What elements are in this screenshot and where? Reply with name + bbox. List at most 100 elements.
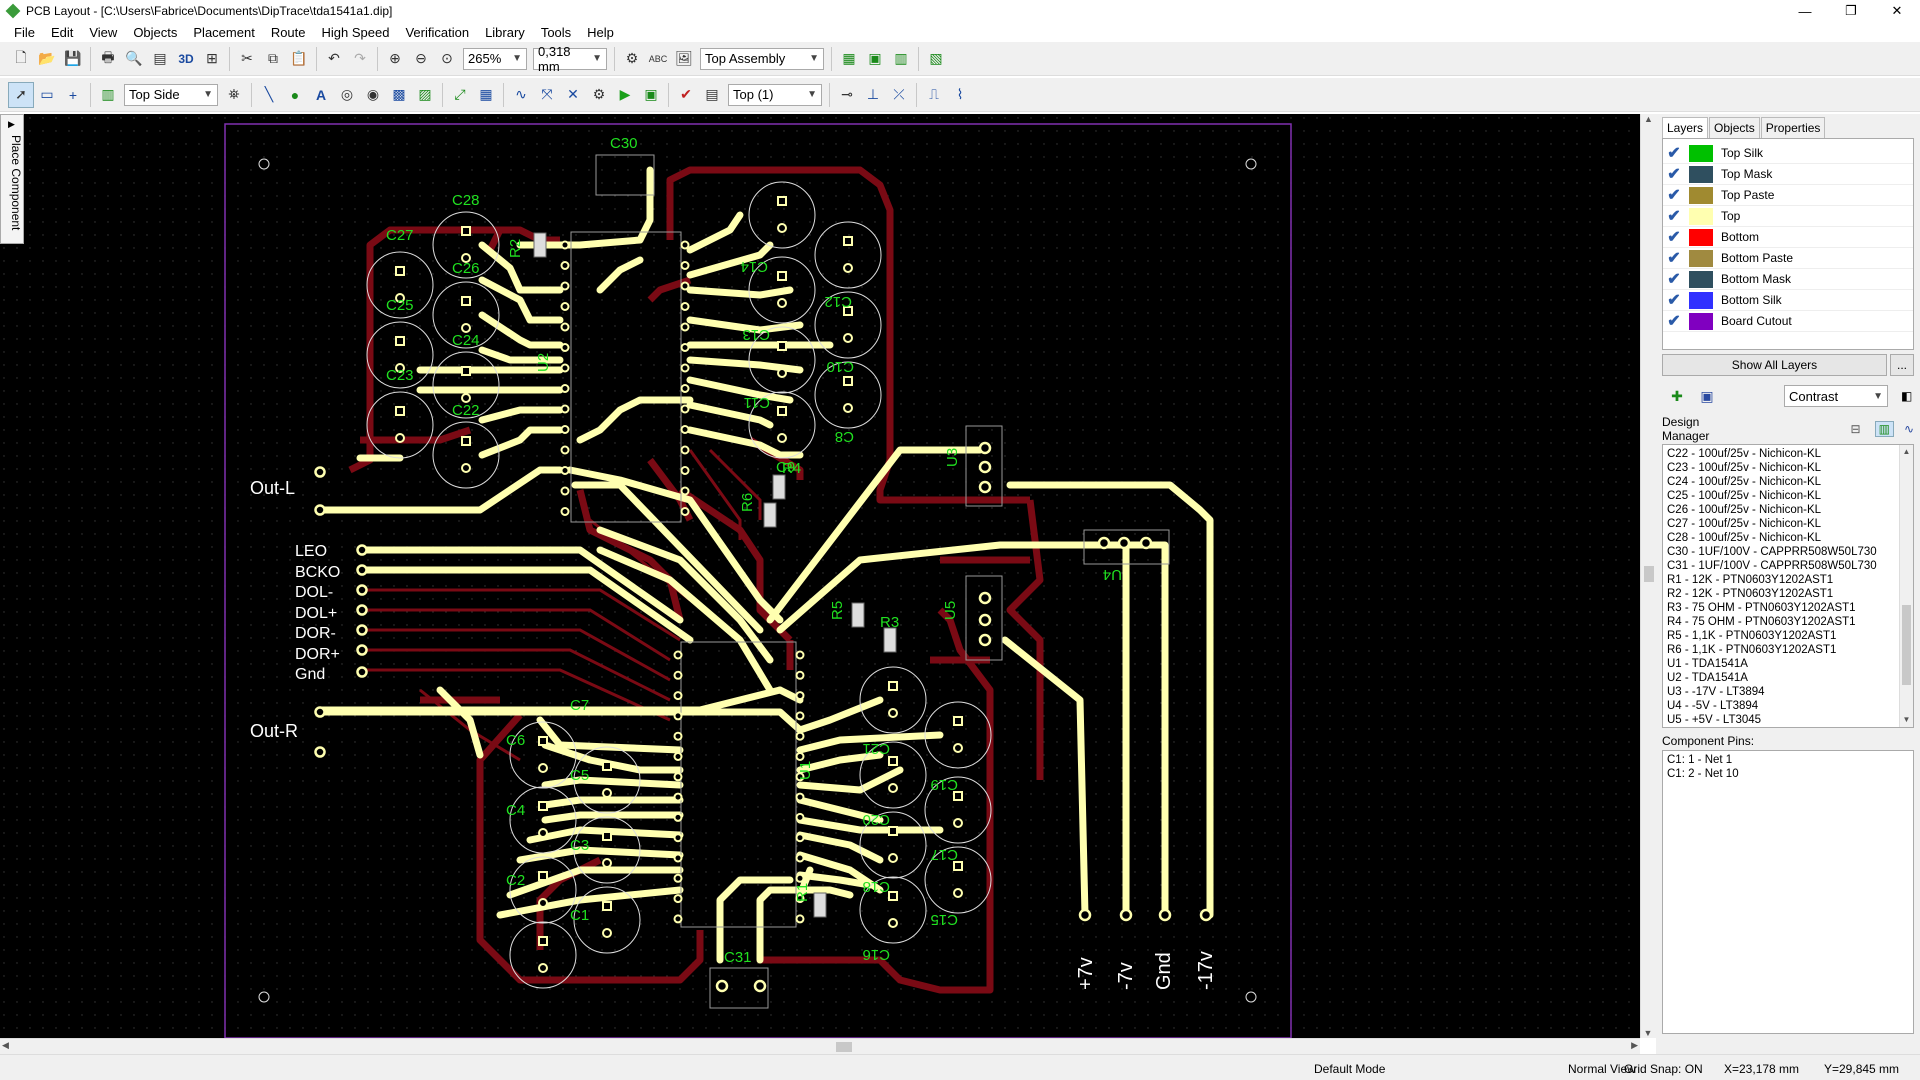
3d-view-button[interactable]: 3D	[178, 51, 194, 66]
menu-library[interactable]: Library	[485, 24, 525, 40]
horizontal-scrollbar[interactable]: ◀ ▶	[0, 1038, 1640, 1054]
scroll-thumb[interactable]	[1902, 605, 1911, 685]
route-current-icon[interactable]: ▣	[644, 86, 658, 102]
layer-row[interactable]: ✔Top	[1663, 206, 1913, 227]
line-icon[interactable]: ╲	[264, 86, 274, 102]
zoom-in-icon[interactable]: ⊕	[389, 50, 401, 66]
zoom-fit-icon[interactable]: ⊙	[441, 50, 453, 66]
layer-color-swatch[interactable]	[1689, 228, 1713, 246]
dm-components-icon[interactable]: ▥	[1874, 421, 1894, 437]
list-item[interactable]: U2 - TDA1541A	[1667, 672, 1748, 684]
unroute-icon[interactable]: ✕	[567, 86, 579, 102]
fill-icon[interactable]: ▨	[418, 86, 432, 102]
minimize-button[interactable]: —	[1798, 3, 1812, 19]
binoculars-icon[interactable]: ⛯	[228, 86, 240, 102]
menu-edit[interactable]: Edit	[50, 24, 74, 40]
run-autoroute-icon[interactable]: ▶	[619, 86, 631, 102]
layer-row[interactable]: ✔Top Mask	[1663, 164, 1913, 185]
scroll-right-icon[interactable]: ▶	[1631, 1040, 1638, 1050]
list-item[interactable]: R1 - 12K - PTN0603Y1202AST1	[1667, 574, 1834, 586]
component-icon[interactable]: ▣	[868, 50, 882, 66]
meander-icon[interactable]: ⎍	[929, 86, 939, 102]
diff-pair-icon[interactable]: ⤫	[893, 86, 905, 102]
list-item[interactable]: U5 - +5V - LT3045	[1667, 714, 1762, 726]
dm-nets-icon[interactable]: ∿	[1903, 422, 1914, 436]
properties-icon[interactable]: ▧	[929, 50, 943, 66]
route-branch-icon[interactable]: ⤧	[541, 86, 553, 102]
tab-layers[interactable]: Layers	[1662, 117, 1709, 138]
text-icon[interactable]: A	[315, 86, 327, 103]
status-grid-snap[interactable]: Grid Snap: ON	[1624, 1062, 1703, 1076]
dimension-icon[interactable]: ⤢	[454, 86, 466, 102]
tune-icon[interactable]: ⌇	[956, 86, 964, 102]
net-icon[interactable]: ▦	[842, 50, 856, 66]
copper-pour-icon[interactable]: ▩	[392, 86, 406, 102]
list-item[interactable]: C28 - 100uf/25v - Nichicon-KL	[1667, 532, 1822, 544]
pad-icon[interactable]: ●	[290, 86, 300, 103]
via-route-icon[interactable]: ⊸	[841, 86, 853, 102]
scroll-left-icon[interactable]: ◀	[2, 1040, 9, 1050]
checkbox-checked-icon[interactable]: ✔	[1667, 145, 1681, 162]
export-icon[interactable]: ▤	[153, 50, 167, 66]
list-item[interactable]: C30 - 1UF/100V - CAPPRR508W50L730	[1667, 546, 1877, 558]
scroll-down-icon[interactable]: ▼	[1902, 715, 1911, 724]
scroll-thumb[interactable]	[836, 1042, 852, 1052]
paste-icon[interactable]: 📋	[290, 50, 308, 66]
list-item[interactable]: R4 - 75 OHM - PTN0603Y1202AST1	[1667, 616, 1856, 628]
connectivity-icon[interactable]: ▤	[705, 86, 719, 102]
show-all-layers-button[interactable]: Show All Layers	[1662, 354, 1887, 376]
list-item[interactable]: C27 - 100uf/25v - Nichicon-KL	[1667, 518, 1822, 530]
more-button[interactable]: ...	[1890, 354, 1914, 376]
length-icon[interactable]: ⊥	[866, 86, 880, 102]
zoom-select[interactable]: 265%▼	[463, 47, 527, 70]
menu-high-speed[interactable]: High Speed	[321, 24, 390, 40]
autoroute-settings-icon[interactable]: ⚙	[592, 86, 606, 102]
menu-objects[interactable]: Objects	[133, 24, 178, 40]
assembly-view-select[interactable]: Top Assembly▼	[700, 47, 824, 70]
select-area-icon[interactable]: ▭	[40, 86, 54, 102]
list-item[interactable]: R3 - 75 OHM - PTN0603Y1202AST1	[1667, 602, 1856, 614]
list-item[interactable]: C31 - 1UF/100V - CAPPRR508W50L730	[1667, 560, 1877, 572]
layer-setup-icon[interactable]: ⚙	[625, 50, 639, 66]
add-layer-icon[interactable]: ✚	[1671, 387, 1683, 404]
dm-list-icon[interactable]: ⊟	[1850, 422, 1861, 436]
layer-color-swatch[interactable]	[1689, 186, 1713, 204]
list-item[interactable]: R6 - 1,1K - PTN0603Y1202AST1	[1667, 644, 1837, 656]
menu-help[interactable]: Help	[587, 24, 614, 40]
route-icon[interactable]: ∿	[515, 86, 527, 102]
layer-settings-icon[interactable]: ▣	[1700, 387, 1714, 404]
redo-icon[interactable]: ↷	[354, 50, 366, 66]
checkbox-checked-icon[interactable]: ✔	[1667, 313, 1681, 330]
list-item[interactable]: U4 - -5V - LT3894	[1667, 700, 1759, 712]
layer-color-swatch[interactable]	[1689, 270, 1713, 288]
print-preview-icon[interactable]: 🔍	[125, 50, 143, 66]
maximize-button[interactable]: ❐	[1845, 3, 1857, 18]
list-item[interactable]: C1: 1 - Net 1	[1667, 754, 1733, 766]
list-item[interactable]: C22 - 100uf/25v - Nichicon-KL	[1667, 448, 1822, 460]
scroll-thumb[interactable]	[1644, 566, 1654, 582]
checkbox-checked-icon[interactable]: ✔	[1667, 166, 1681, 183]
zoom-out-icon[interactable]: ⊖	[415, 50, 427, 66]
checkbox-checked-icon[interactable]: ✔	[1667, 187, 1681, 204]
menu-verification[interactable]: Verification	[405, 24, 470, 40]
list-item[interactable]: U3 - -17V - LT3894	[1667, 686, 1765, 698]
checkbox-checked-icon[interactable]: ✔	[1667, 271, 1681, 288]
open-file-icon[interactable]: 📂	[38, 50, 56, 66]
side-select[interactable]: Top Side▼	[124, 83, 218, 106]
design-manager-scrollbar[interactable]: ▲ ▼	[1899, 445, 1913, 727]
image-icon[interactable]: 🖼	[675, 50, 693, 66]
layer-row[interactable]: ✔Top Silk	[1663, 143, 1913, 164]
menu-route[interactable]: Route	[270, 24, 306, 40]
table-icon[interactable]: ▦	[479, 86, 493, 102]
chip-icon[interactable]: ▥	[101, 86, 115, 102]
layer-row[interactable]: ✔Bottom	[1663, 227, 1913, 248]
layer-row[interactable]: ✔Bottom Silk	[1663, 290, 1913, 311]
layer-color-swatch[interactable]	[1689, 312, 1713, 330]
layer-row[interactable]: ✔Top Paste	[1663, 185, 1913, 206]
crosshair-icon[interactable]: +	[68, 86, 78, 103]
cut-icon[interactable]: ✂	[241, 50, 253, 66]
layer-color-swatch[interactable]	[1689, 165, 1713, 183]
via-icon[interactable]: ◎	[340, 86, 354, 102]
